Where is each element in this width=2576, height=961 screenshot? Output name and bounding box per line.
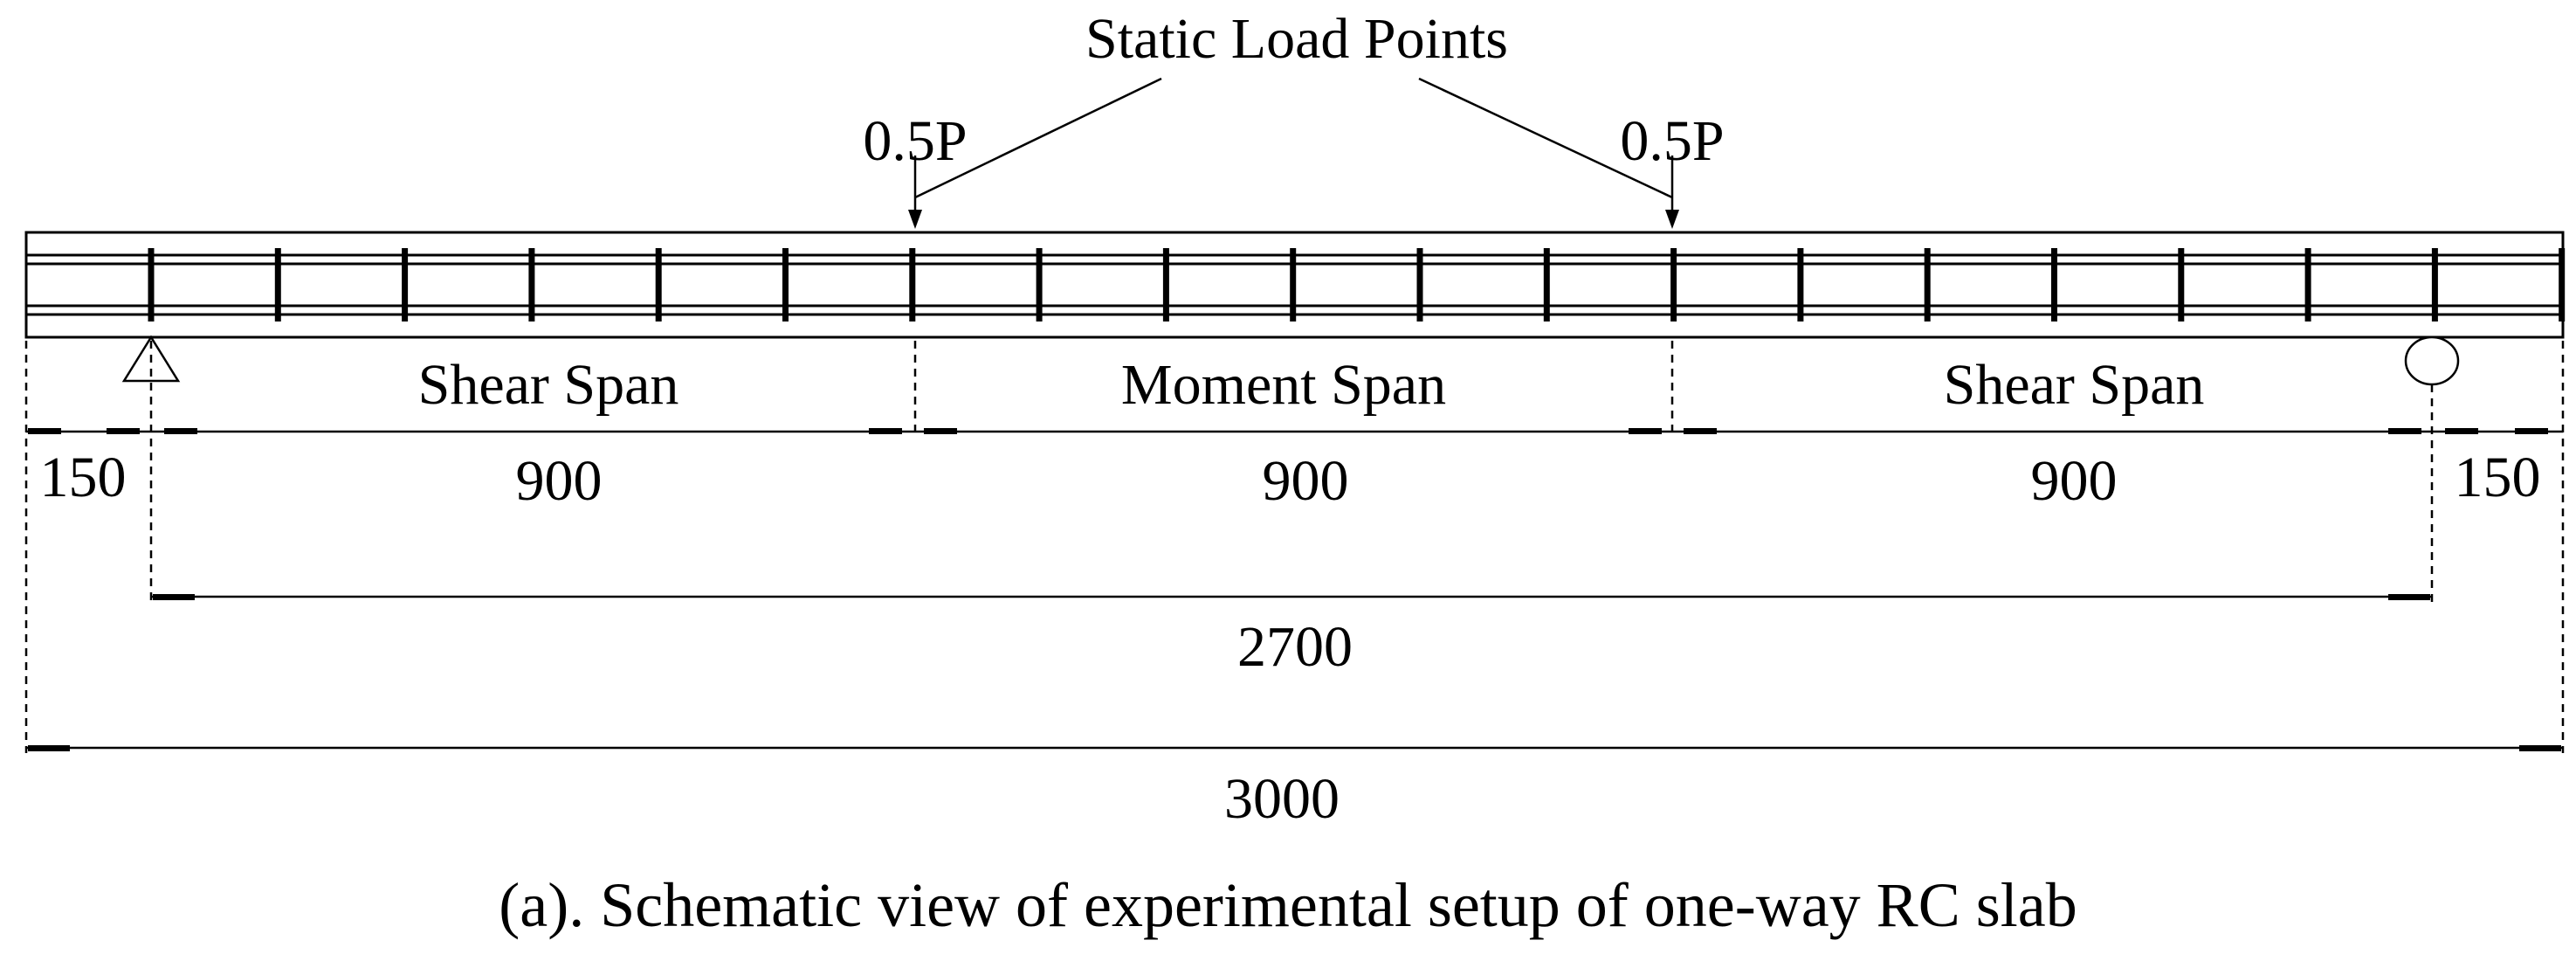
dim-moment: 900 — [1263, 449, 1349, 513]
span-label-shear-right: Shear Span — [1944, 353, 2205, 417]
dimension-line-row-1 — [26, 428, 2563, 434]
dim-overhang-right: 150 — [2455, 446, 2541, 509]
dim-shear-left: 900 — [516, 449, 603, 513]
dimension-tick — [164, 428, 197, 434]
title-static-load-points: Static Load Points — [1085, 7, 1508, 71]
figure-caption: (a). Schematic view of experimental setu… — [499, 870, 2077, 940]
dimension-tick — [2445, 428, 2478, 434]
dimension-tick — [924, 428, 957, 434]
dimension-tick — [2388, 428, 2421, 434]
span-label-shear-left: Shear Span — [418, 353, 679, 417]
dimension-line-total-length — [26, 745, 2563, 751]
dimension-line-clear-span — [151, 594, 2432, 600]
dim-total-length: 3000 — [1224, 767, 1340, 831]
dim-shear-right: 900 — [2031, 449, 2118, 513]
dim-overhang-left: 150 — [40, 446, 127, 509]
dimension-tick — [1684, 428, 1717, 434]
load-arrow-right — [1665, 156, 1679, 229]
dimension-tick — [869, 428, 902, 434]
leader-line-left — [914, 77, 1162, 199]
stirrups — [148, 248, 2566, 321]
dimension-tick — [28, 428, 61, 434]
dimension-tick — [1629, 428, 1662, 434]
load-arrow-left — [908, 156, 922, 229]
leader-line-right — [1418, 77, 1673, 199]
dim-clear-span: 2700 — [1237, 615, 1353, 679]
span-label-moment: Moment Span — [1121, 353, 1446, 417]
dimension-tick — [2515, 428, 2548, 434]
dimension-tick — [107, 428, 140, 434]
rc-slab — [24, 231, 2566, 339]
roller-support-circle — [2404, 335, 2460, 386]
